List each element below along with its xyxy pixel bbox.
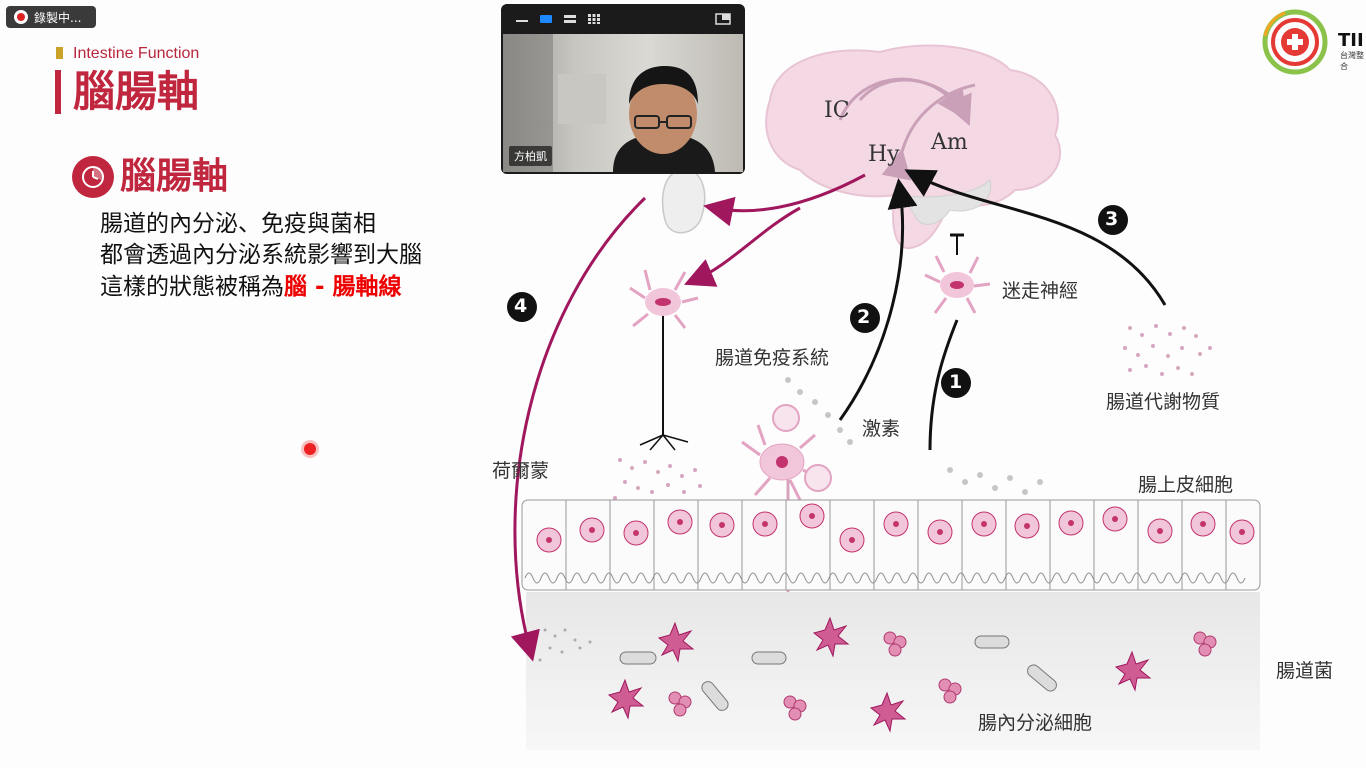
arrow-hy-to-pituitary xyxy=(703,173,866,227)
step-1: 1 xyxy=(949,371,963,393)
participant-name: 方柏凱 xyxy=(509,146,552,166)
logo-text: TII xyxy=(1338,30,1364,51)
label-enteroendocrine: 腸內分泌細胞 xyxy=(978,712,1093,734)
step-markers xyxy=(507,205,1128,398)
strip-view-icon[interactable] xyxy=(563,14,577,24)
participant-video: 方柏凱 xyxy=(503,34,743,172)
label-hormone: 激素 xyxy=(862,418,901,440)
label-hy: Hy xyxy=(868,142,900,167)
slide-subtitle: Intestine Function xyxy=(73,45,200,62)
step-2: 2 xyxy=(857,306,871,328)
metabolite-particles xyxy=(1123,324,1212,376)
record-icon xyxy=(14,10,28,24)
logo-subtext: 台灣整合 xyxy=(1340,51,1364,71)
exit-minimize-icon[interactable] xyxy=(715,13,731,25)
section-title: 腦腸軸 xyxy=(120,156,229,197)
brain xyxy=(765,44,1061,250)
step-3: 3 xyxy=(1105,208,1119,230)
video-toolbar xyxy=(501,4,745,34)
body-line-1: 腸道的內分泌、免疫與菌相 xyxy=(100,211,376,237)
arrow-pathway-2 xyxy=(838,178,918,421)
title-accent-bar xyxy=(55,70,61,114)
video-window[interactable]: 方柏凱 xyxy=(501,4,745,174)
label-ic: IC xyxy=(824,98,850,123)
association-logo xyxy=(1255,6,1366,78)
label-vagus: 迷走神經 xyxy=(1002,280,1079,302)
slide-title: 腦腸軸 xyxy=(73,67,200,116)
recording-indicator[interactable]: 錄製中... xyxy=(6,6,96,28)
arrow-to-neuron-left xyxy=(683,206,801,287)
subtitle-marker xyxy=(56,47,63,59)
speaker-view-icon[interactable] xyxy=(539,14,553,24)
epithelium-cells xyxy=(521,499,1261,591)
neuron-left xyxy=(629,269,699,451)
minimize-icon[interactable] xyxy=(515,14,529,24)
pituitary-gland xyxy=(661,168,706,234)
body-highlight: 腦 - 腸軸線 xyxy=(284,274,402,300)
arrow-pathway-1 xyxy=(928,319,959,451)
label-bacteria: 腸道菌 xyxy=(1276,660,1334,682)
label-immune: 腸道免疫系統 xyxy=(715,347,830,369)
gut-lumen xyxy=(526,592,1260,750)
recording-label: 錄製中... xyxy=(34,10,82,25)
vagus-neuron xyxy=(924,233,991,314)
clock-icon xyxy=(72,156,114,198)
gray-particles xyxy=(785,377,1043,495)
gut-bacteria xyxy=(538,616,1217,733)
arrow-pathway-4 xyxy=(510,196,647,662)
step-4: 4 xyxy=(514,295,528,317)
body-line-2: 都會透過內分泌系統影響到大腦 xyxy=(100,242,422,268)
body-line-3-text: 這樣的狀態被稱為 xyxy=(100,274,284,300)
body-line-3: 這樣的狀態被稱為腦 - 腸軸線 xyxy=(100,272,402,302)
label-epithelium: 腸上皮細胞 xyxy=(1138,474,1234,496)
gallery-view-icon[interactable] xyxy=(587,14,601,24)
brain-gut-axis-diagram: 4 2 3 1 IC Hy Am 迷走神經 腸道免疫系統 激素 腸道代謝物質 荷… xyxy=(470,30,1350,760)
hormone-particles xyxy=(613,458,702,506)
laser-pointer xyxy=(304,443,316,455)
label-hormone-pathway: 荷爾蒙 xyxy=(492,460,550,482)
label-metabolite: 腸道代謝物質 xyxy=(1106,391,1221,413)
label-am: Am xyxy=(931,130,968,155)
arrow-pathway-3 xyxy=(904,169,1167,306)
